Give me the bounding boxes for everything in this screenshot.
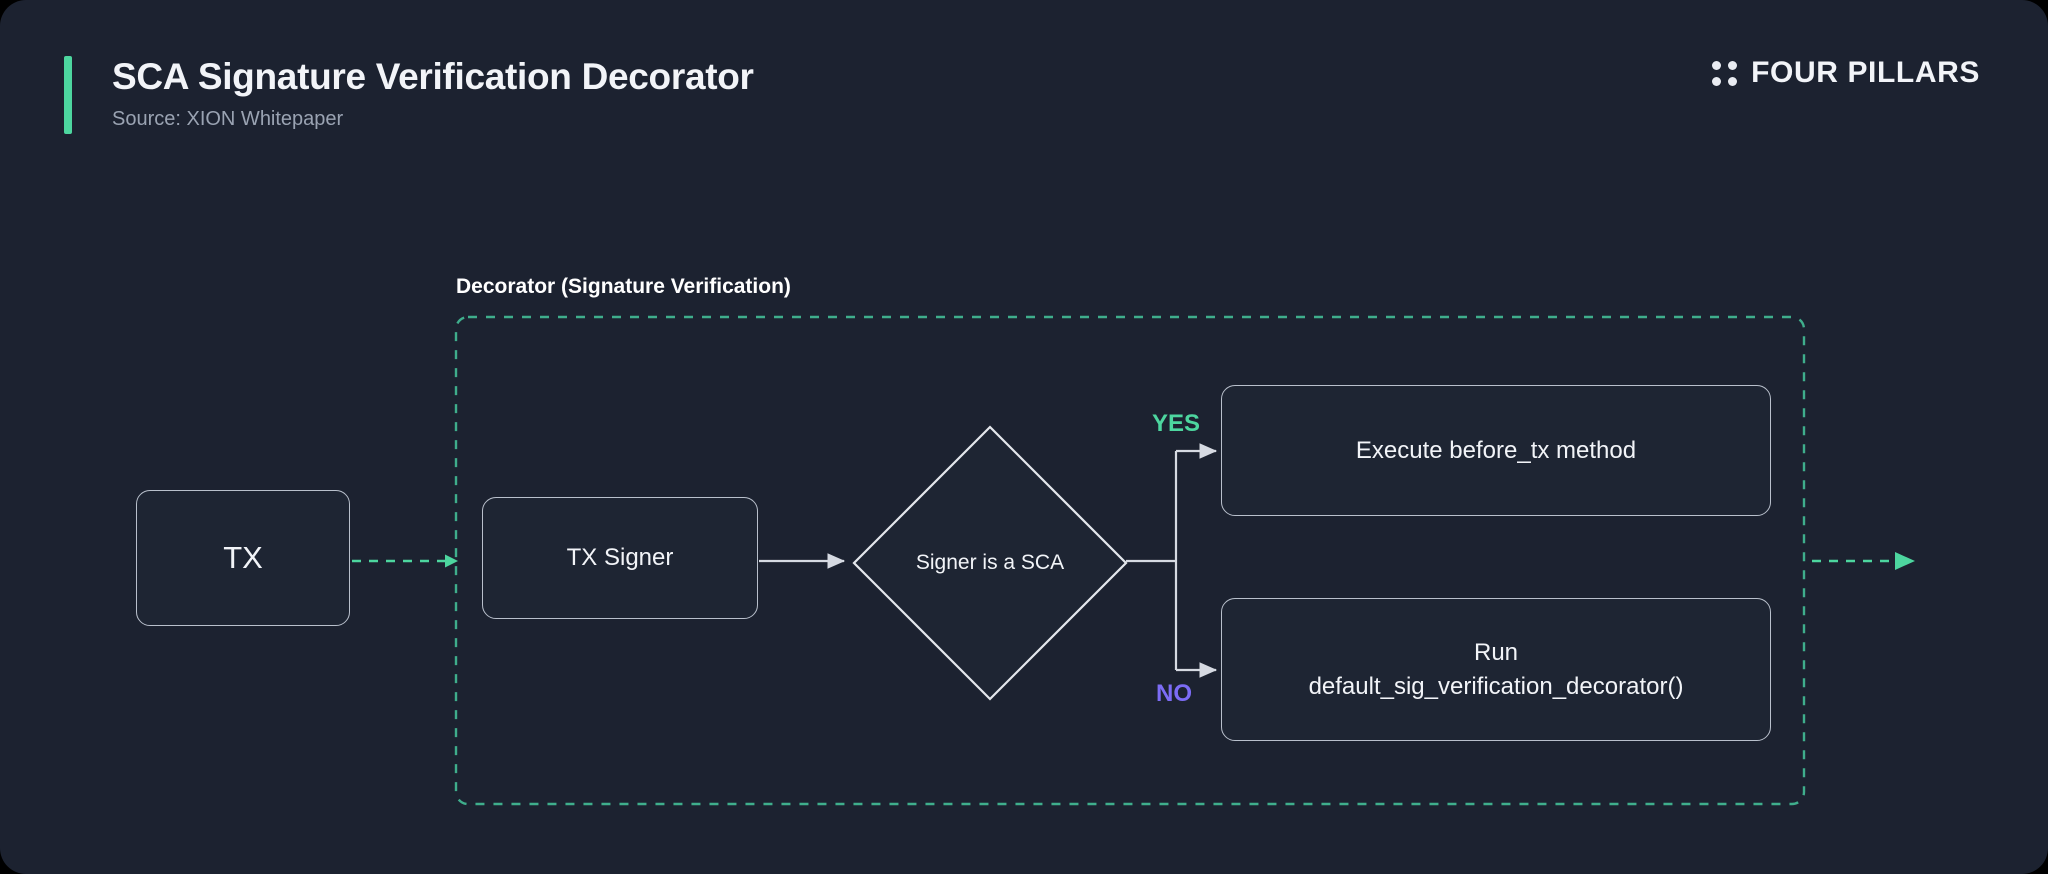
four-dots-grid-icon	[1712, 60, 1738, 86]
node-decision-signer-is-sca[interactable]: Signer is a SCA	[852, 425, 1128, 701]
edge-decision-to-execute	[1174, 443, 1218, 561]
decorator-group-label: Decorator (Signature Verification)	[456, 275, 791, 298]
node-run-label-line2: default_sig_verification_decorator()	[1308, 672, 1684, 700]
node-tx-label: TX	[223, 540, 263, 575]
node-decision-label: Signer is a SCA	[915, 551, 1065, 574]
node-tx-signer-label: TX Signer	[566, 544, 674, 571]
node-execute-before-tx[interactable]: Execute before_tx method	[1221, 385, 1771, 516]
header: SCA Signature Verification Decorator Sou…	[0, 0, 2048, 170]
page-subtitle-source: Source: XION Whitepaper	[112, 108, 344, 130]
title-block: SCA Signature Verification Decorator Sou…	[112, 54, 754, 132]
edge-label-yes: YES	[1152, 410, 1201, 437]
edge-tx-to-decorator	[352, 554, 458, 568]
node-tx[interactable]: TX	[136, 490, 350, 626]
node-run-default-sig-verification[interactable]: Run default_sig_verification_decorator()	[1221, 598, 1771, 741]
title-accent-bar	[64, 56, 72, 134]
edge-label-no: NO	[1156, 680, 1192, 707]
brand-logo: FOUR PILLARS	[1712, 56, 1980, 90]
page-title: SCA Signature Verification Decorator	[112, 56, 754, 97]
edge-decorator-exit	[1812, 552, 1915, 570]
node-execute-label: Execute before_tx method	[1355, 436, 1637, 464]
node-run-label-line1: Run	[1473, 638, 1519, 666]
node-tx-signer[interactable]: TX Signer	[482, 497, 758, 619]
edge-decision-to-run	[1174, 561, 1218, 678]
brand-name: FOUR PILLARS	[1751, 56, 1980, 89]
